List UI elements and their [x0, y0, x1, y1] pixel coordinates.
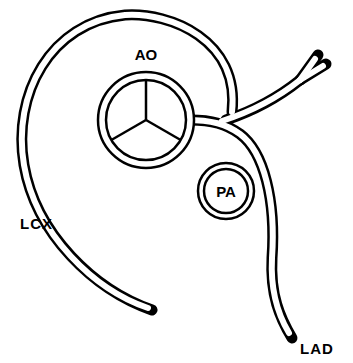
- pulmonary-artery-circle: PA: [196, 161, 256, 221]
- node-label: AO: [135, 47, 158, 62]
- outer-wall: [98, 72, 194, 168]
- node-label: PA: [216, 184, 236, 199]
- valve-cusp-line: [146, 120, 181, 140]
- aorta-circle: AO: [96, 70, 196, 170]
- circle-outline: [96, 70, 196, 170]
- valve-cusp-line: [145, 80, 148, 120]
- vessel-label: LCX: [20, 216, 53, 231]
- valve-cusp-line: [111, 120, 146, 140]
- vessel-label: LAD: [300, 341, 334, 356]
- inner-wall: [106, 80, 186, 160]
- inner-wall: [204, 169, 248, 213]
- outer-wall: [198, 163, 254, 219]
